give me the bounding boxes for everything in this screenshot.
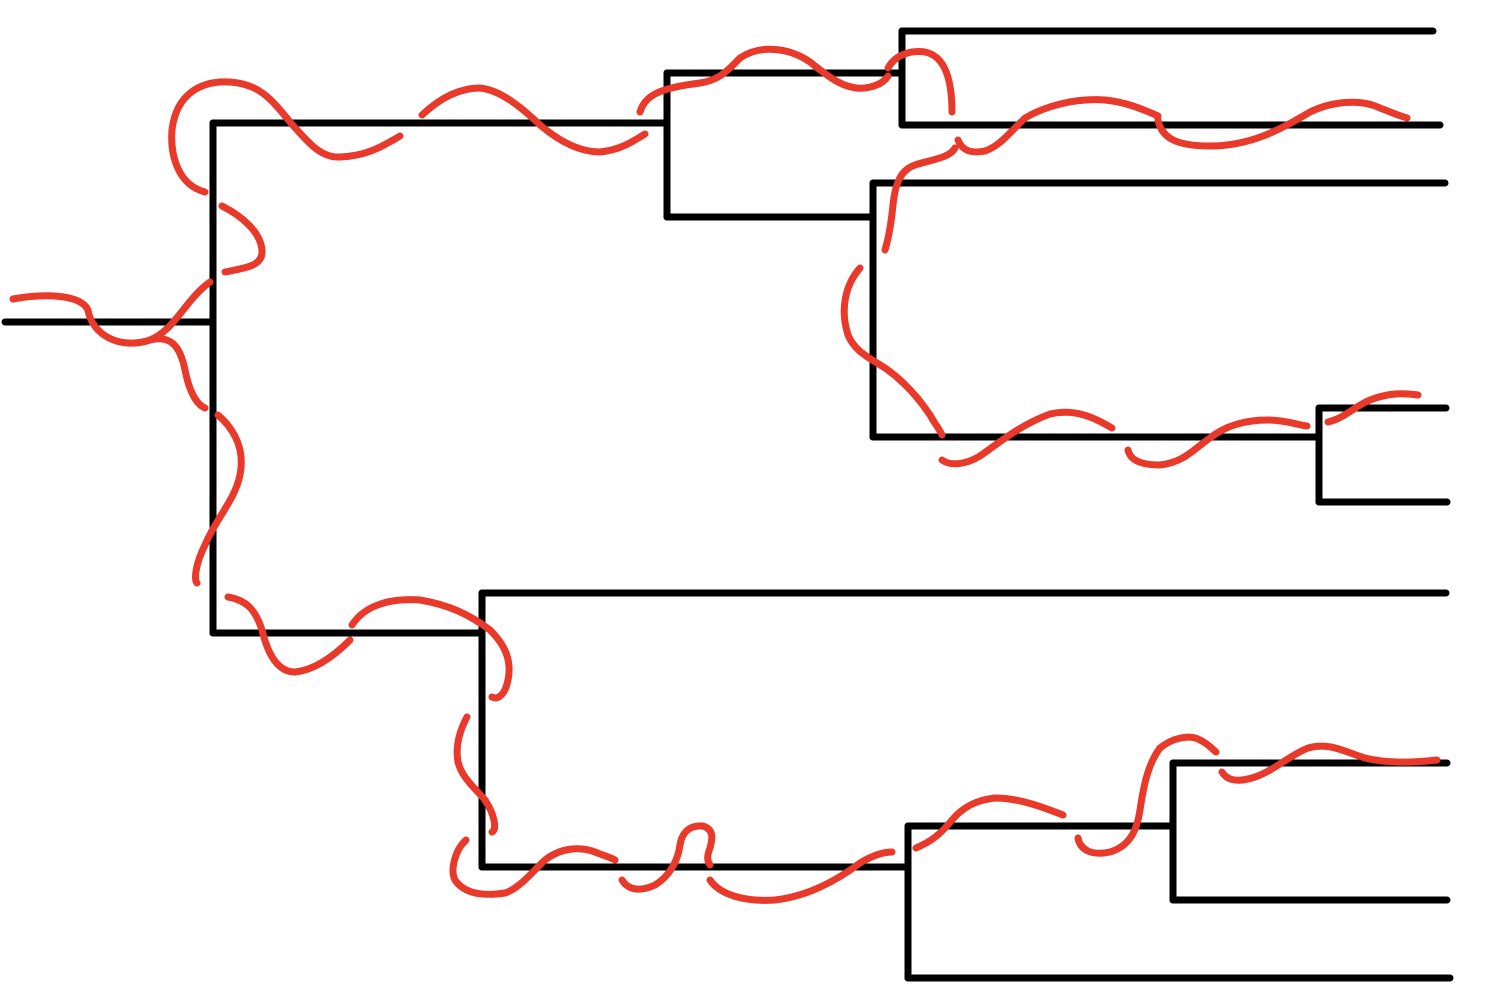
gene-lineage-segment-9 — [1154, 98, 1411, 150]
gene-lineage-segment-20 — [618, 822, 716, 893]
gene-lineage-segment-21 — [706, 848, 896, 904]
gene-lineage-segment-24 — [1218, 742, 1441, 784]
gene-lineage-segment-15 — [192, 411, 245, 587]
gene-lineage-segment-12 — [938, 408, 1116, 468]
gene-lineage-segment-7 — [884, 48, 956, 116]
gene-lineage-segment-3 — [168, 78, 404, 196]
gene-lineage-segment-10 — [881, 144, 959, 254]
gene-lineage-segment-17 — [348, 596, 513, 702]
gene-lineage-segment-22 — [912, 794, 1067, 852]
gene-lineage-segment-18 — [453, 713, 499, 836]
gene-lineage-segment-16 — [224, 593, 354, 676]
gene-lineage-segment-13 — [1124, 416, 1311, 469]
gene-lineage-segment-11 — [840, 264, 946, 439]
gene-lineage-segment-2 — [146, 335, 209, 412]
gene-lineage-segment-8 — [954, 96, 1162, 156]
gene-lineage-segment-6 — [636, 45, 892, 116]
gene-lineage-segment-4 — [218, 202, 266, 276]
gene-lineage-segment-19 — [449, 836, 619, 898]
gene-tree-overlay — [9, 45, 1441, 904]
gene-lineage-segment-23 — [1074, 733, 1220, 857]
gene-lineage-segment-1 — [9, 278, 214, 347]
gene-lineage-segment-5 — [418, 84, 649, 156]
gene-lineage-segment-14 — [1324, 390, 1422, 426]
